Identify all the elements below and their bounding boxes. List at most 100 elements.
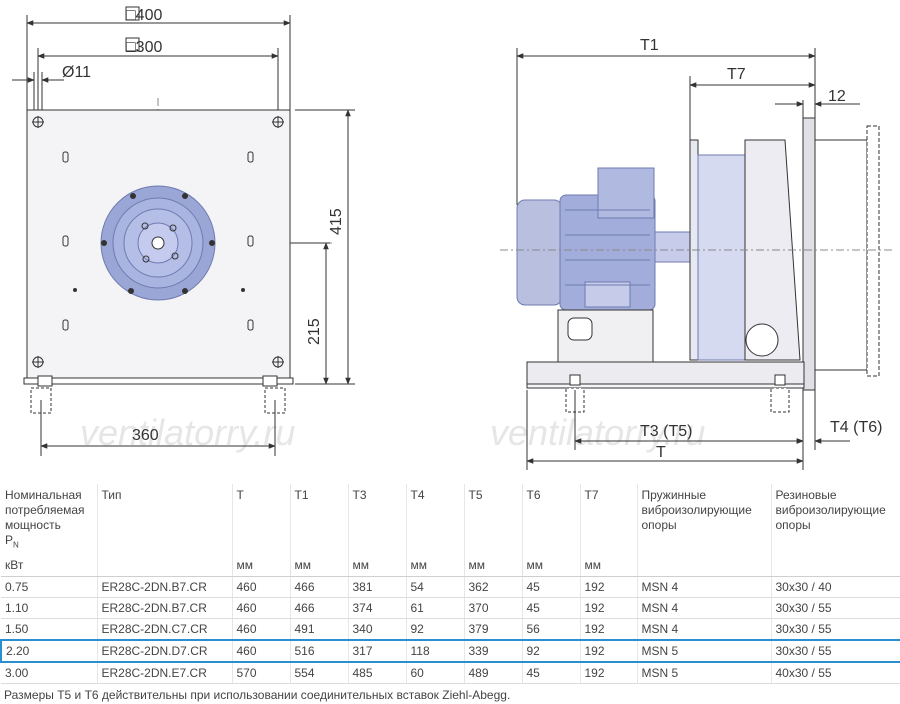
table-cell: 30x30 / 55 — [771, 618, 900, 641]
table-cell: ER28C-2DN.D7.CR — [97, 639, 233, 664]
units-row: кВт мм мм мм мм мм мм мм — [1, 556, 900, 578]
header-spring-l2: виброизолирующие — [641, 503, 752, 517]
header-type: Тип — [97, 484, 233, 557]
table-cell: 460 — [232, 576, 291, 599]
table-cell: ER28C-2DN.C7.CR — [97, 618, 233, 641]
table-cell: 317 — [348, 639, 407, 664]
table-cell: 0.75 — [1, 576, 98, 599]
table-cell: 2.20 — [0, 639, 98, 664]
table-cell: 92 — [406, 618, 465, 641]
dim-360: 360 — [132, 427, 159, 444]
table-cell: 460 — [232, 618, 291, 641]
table-cell: 489 — [464, 662, 523, 685]
table-cell: 485 — [348, 662, 407, 685]
table-cell: 54 — [406, 576, 465, 599]
dim-12: 12 — [828, 88, 846, 105]
header-spring: Пружинные виброизолирующие опоры — [637, 484, 772, 557]
dim-t3-t5: T3 (T5) — [640, 423, 692, 440]
footnote: Размеры T5 и T6 действительны при исполь… — [4, 688, 511, 702]
header-pn: PN — [5, 533, 93, 552]
unit-cell: мм — [464, 556, 523, 578]
watermark-left: ventilatorry.ru — [80, 412, 295, 453]
table-cell: 45 — [522, 576, 581, 599]
table-cell: MSN 4 — [637, 597, 772, 620]
table-cell: 56 — [522, 618, 581, 641]
unit-cell: мм — [522, 556, 581, 578]
side-view — [500, 48, 895, 470]
dim-400-text: □400 — [126, 7, 162, 24]
header-rubber: Резиновые виброизолирующие опоры — [771, 484, 900, 556]
table-cell: ER28C-2DN.B7.CR — [97, 576, 233, 599]
unit-cell: мм — [232, 556, 291, 578]
header-rubber-l1: Резиновые — [775, 488, 837, 502]
table-cell: 370 — [464, 597, 523, 620]
table-cell: 516 — [290, 639, 349, 664]
dim-215: 215 — [306, 318, 323, 345]
pn-sub: N — [13, 540, 19, 550]
unit-cell: мм — [348, 556, 407, 578]
unit-cell — [771, 556, 900, 578]
header-rubber-l3: опоры — [775, 518, 811, 532]
table-cell: 460 — [232, 597, 291, 620]
technical-drawing: ventilatorry.ru ventilatorry.ru — [12, 6, 895, 470]
header-power-l2: потребляемая — [5, 503, 85, 517]
table-cell: MSN 5 — [637, 639, 772, 664]
table-cell: 192 — [580, 597, 638, 620]
table-cell: 554 — [290, 662, 349, 685]
table-cell: MSN 4 — [637, 576, 772, 599]
table-cell: 192 — [580, 639, 638, 664]
table-cell: 30x30 / 55 — [771, 639, 900, 664]
unit-cell: мм — [290, 556, 349, 578]
unit-cell — [97, 556, 233, 578]
table-cell: 570 — [232, 662, 291, 685]
dim-t: T — [656, 444, 666, 461]
dim-t4-t6: T4 (T6) — [830, 419, 882, 436]
table-cell: 379 — [464, 618, 523, 641]
table-cell: 1.50 — [1, 618, 98, 641]
table-cell: 374 — [348, 597, 407, 620]
unit-cell — [637, 556, 772, 578]
header-power-l3: мощность — [5, 518, 61, 532]
header-t5: T5 — [464, 484, 523, 557]
table-cell: MSN 5 — [637, 662, 772, 685]
table-cell: 192 — [580, 618, 638, 641]
table-cell: 1.10 — [1, 597, 98, 620]
header-t7: T7 — [580, 484, 638, 557]
dim-d11: Ø11 — [62, 64, 91, 81]
table-cell: ER28C-2DN.B7.CR — [97, 597, 233, 620]
table-cell: 30x30 / 40 — [771, 576, 900, 599]
unit-cell: кВт — [1, 556, 98, 578]
table-cell: 3.00 — [1, 662, 98, 685]
unit-cell: мм — [580, 556, 638, 578]
dim-400-label: □400 — [126, 7, 162, 24]
table-cell: 466 — [290, 597, 349, 620]
table-cell: MSN 4 — [637, 618, 772, 641]
table-cell: 61 — [406, 597, 465, 620]
dim-t7: T7 — [727, 66, 746, 83]
table-cell: 340 — [348, 618, 407, 641]
table-cell: 192 — [580, 576, 638, 599]
header-power: Номинальная потребляемая мощность PN — [1, 484, 98, 557]
table-cell: 60 — [406, 662, 465, 685]
table-cell: 362 — [464, 576, 523, 599]
table-cell: 339 — [464, 639, 523, 664]
table-cell: 45 — [522, 597, 581, 620]
header-t4: T4 — [406, 484, 465, 557]
table-cell: 40x30 / 55 — [771, 662, 900, 685]
dim-415: 415 — [328, 208, 345, 235]
table-cell: 118 — [406, 639, 465, 664]
header-rubber-l2: виброизолирующие — [775, 503, 886, 517]
table-cell: 491 — [290, 618, 349, 641]
table-cell: 192 — [580, 662, 638, 685]
table-cell: 30x30 / 55 — [771, 597, 900, 620]
spec-table: Номинальная потребляемая мощность PN Тип… — [0, 484, 900, 685]
header-t: T — [232, 484, 291, 557]
pn-main: P — [5, 533, 14, 547]
watermark-right: ventilatorry.ru — [490, 412, 705, 453]
